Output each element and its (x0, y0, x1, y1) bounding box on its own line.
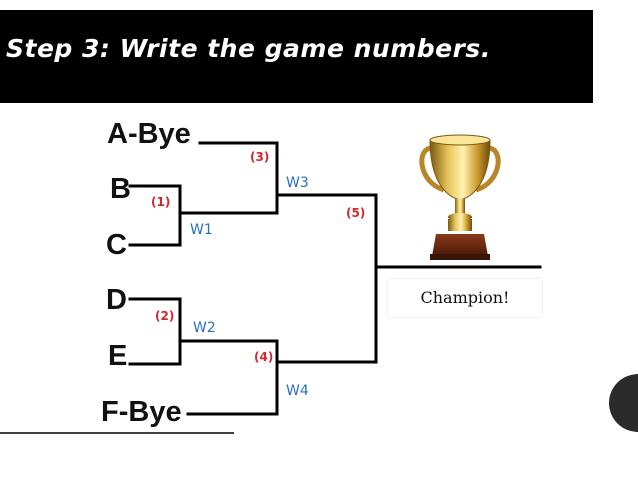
winner-label-4: W4 (286, 383, 309, 399)
game-number-2: (2) (155, 309, 175, 323)
team-e: E (108, 340, 128, 372)
team-f-bye: F-Bye (101, 396, 182, 428)
trophy-icon (419, 134, 501, 260)
winner-label-1: W1 (190, 222, 213, 238)
game-number-4: (4) (254, 350, 274, 364)
champion-label: Champion! (420, 288, 510, 307)
game-number-1: (1) (151, 195, 171, 209)
slide-title: Step 3: Write the game numbers. (6, 34, 491, 63)
champion-box: Champion! (388, 279, 542, 317)
team-a-bye: A-Bye (107, 118, 191, 150)
team-c: C (106, 229, 127, 261)
team-b: B (110, 173, 131, 205)
team-d: D (106, 284, 127, 316)
title-bar: Step 3: Write the game numbers. (0, 10, 593, 103)
game-number-3: (3) (250, 150, 270, 164)
bracket-game-2 (128, 297, 182, 366)
winner-label-2: W2 (193, 320, 216, 336)
winner-label-3: W3 (286, 175, 309, 191)
game-number-5: (5) (346, 206, 366, 220)
bracket-game-1 (128, 184, 182, 247)
